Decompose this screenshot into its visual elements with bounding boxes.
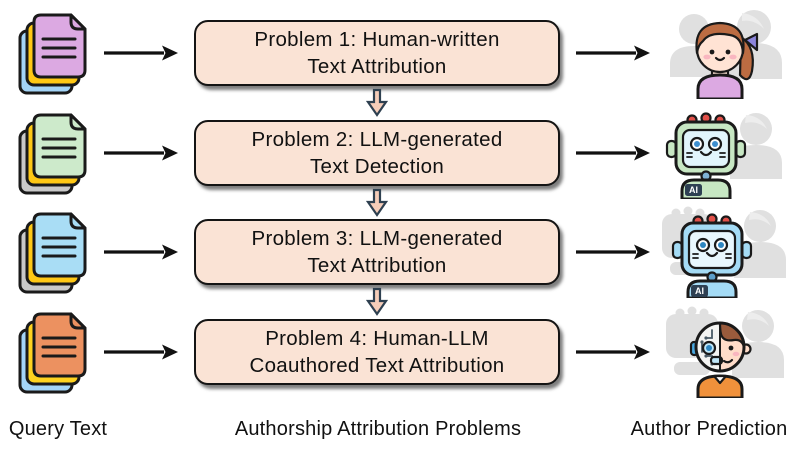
ai-badge-label: AI bbox=[695, 286, 704, 296]
down-arrow-icon bbox=[365, 88, 389, 118]
problem-3-line-1: Problem 3: LLM-generated bbox=[251, 227, 503, 250]
problem-2-line-2: Text Detection bbox=[309, 155, 445, 178]
caption-author-prediction: Author Prediction bbox=[630, 418, 788, 440]
document-stack-green-icon bbox=[12, 107, 102, 199]
arrow-right-icon bbox=[102, 342, 180, 362]
arrow-right-icon bbox=[574, 342, 652, 362]
arrow-right-icon bbox=[574, 242, 652, 262]
problem-3-line-2: Text Attribution bbox=[307, 254, 447, 277]
problem-box-1: Problem 1: Human-written Text Attributio… bbox=[194, 20, 560, 86]
arrow-right-icon bbox=[574, 43, 652, 63]
document-stack-orange-icon bbox=[12, 306, 102, 398]
problem-1-line-1: Problem 1: Human-written bbox=[254, 28, 500, 51]
arrow-right-icon bbox=[102, 143, 180, 163]
problem-4-line-1: Problem 4: Human-LLM bbox=[265, 327, 489, 350]
problem-box-4: Problem 4: Human-LLM Coauthored Text Att… bbox=[194, 319, 560, 385]
arrow-right-icon bbox=[102, 43, 180, 63]
diagram-row-2: Problem 2: LLM-generated Text Detection bbox=[0, 105, 798, 201]
problem-4-line-2: Coauthored Text Attribution bbox=[249, 354, 505, 377]
problem-box-3: Problem 3: LLM-generated Text Attributio… bbox=[194, 219, 560, 285]
arrow-right-icon bbox=[102, 242, 180, 262]
caption-authorship-attribution-problems: Authorship Attribution Problems bbox=[234, 418, 522, 440]
arrow-right-icon bbox=[574, 143, 652, 163]
diagram-row-1: Problem 1: Human-written Text Attributio… bbox=[0, 5, 798, 101]
down-arrow-icon bbox=[365, 287, 389, 317]
ai-badge-label: AI bbox=[689, 185, 698, 195]
human-author-avatar-icon bbox=[654, 5, 790, 101]
diagram-row-4: Problem 4: Human-LLM Coauthored Text Att… bbox=[0, 304, 798, 400]
down-arrow-icon bbox=[365, 188, 389, 218]
problem-1-line-2: Text Attribution bbox=[307, 55, 447, 78]
problem-2-line-1: Problem 2: LLM-generated bbox=[251, 128, 503, 151]
ai-robot-blue-avatar-icon: AI bbox=[654, 204, 790, 300]
ai-robot-green-avatar-icon: AI bbox=[654, 105, 790, 201]
problem-box-2: Problem 2: LLM-generated Text Detection bbox=[194, 120, 560, 186]
diagram-row-3: Problem 3: LLM-generated Text Attributio… bbox=[0, 204, 798, 300]
caption-query-text: Query Text bbox=[8, 418, 108, 440]
document-stack-blue-icon bbox=[12, 206, 102, 298]
human-llm-cyborg-avatar-icon bbox=[654, 304, 790, 400]
document-stack-purple-icon bbox=[12, 7, 102, 99]
